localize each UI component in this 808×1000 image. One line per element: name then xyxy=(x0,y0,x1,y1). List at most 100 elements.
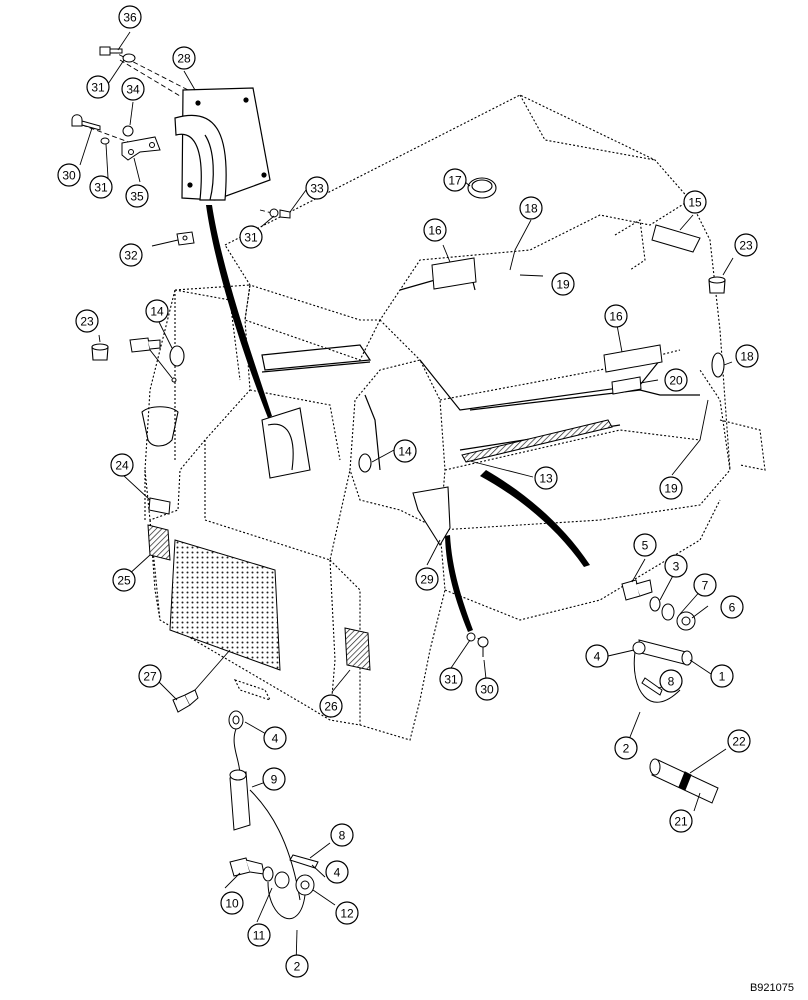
callout-number: 28 xyxy=(177,52,191,66)
callout-number: 31 xyxy=(94,181,108,195)
callout-circle xyxy=(330,823,354,847)
pin-assembly-right xyxy=(621,579,696,703)
callout-31: 31 xyxy=(439,667,463,691)
callout-circle xyxy=(239,225,263,249)
callout-circle xyxy=(247,923,271,947)
bracket-29 xyxy=(412,486,451,547)
callout-16: 16 xyxy=(604,304,628,328)
callout-circle xyxy=(262,767,286,791)
callout-circle xyxy=(475,677,499,701)
callout-number: 23 xyxy=(739,239,753,253)
callout-number: 32 xyxy=(124,249,138,263)
callout-number: 23 xyxy=(80,315,94,329)
callout-circle xyxy=(735,344,759,368)
callout-34: 34 xyxy=(121,77,145,101)
callout-24: 24 xyxy=(110,453,134,477)
callout-number: 4 xyxy=(272,732,279,746)
callout-4: 4 xyxy=(263,726,287,750)
callout-leaders xyxy=(79,31,734,967)
callout-10: 10 xyxy=(220,891,244,915)
callout-circle xyxy=(519,196,543,220)
bolt-27 xyxy=(172,689,199,713)
callout-circle xyxy=(393,439,417,463)
cross-member-13 xyxy=(461,419,613,463)
callout-number: 26 xyxy=(324,700,338,714)
callout-27: 27 xyxy=(138,664,162,688)
callout-circle xyxy=(664,368,688,392)
tie-down-loop xyxy=(141,406,179,447)
figure-id: B921075 xyxy=(749,982,794,994)
callout-19: 19 xyxy=(659,476,683,500)
callout-circle xyxy=(534,466,558,490)
callout-11: 11 xyxy=(247,923,271,947)
callout-23: 23 xyxy=(734,233,758,257)
callout-number: 2 xyxy=(294,960,301,974)
callout-number: 3 xyxy=(673,560,680,574)
callout-circle xyxy=(734,233,758,257)
callout-circle xyxy=(439,667,463,691)
callout-circle xyxy=(86,75,110,99)
callout-9: 9 xyxy=(262,767,286,791)
callout-number: 8 xyxy=(668,675,675,689)
callout-number: 4 xyxy=(334,866,341,880)
callout-16: 16 xyxy=(423,218,447,242)
callout-circle xyxy=(659,476,683,500)
callout-number: 29 xyxy=(420,573,434,587)
callout-12: 12 xyxy=(335,901,359,925)
callout-number: 11 xyxy=(253,929,266,943)
callout-circle xyxy=(693,573,717,597)
callout-1: 1 xyxy=(710,664,734,688)
callout-number: 31 xyxy=(91,81,105,95)
callout-circle xyxy=(710,664,734,688)
callout-circle xyxy=(443,168,467,192)
callout-number: 4 xyxy=(594,650,601,664)
callout-6: 6 xyxy=(720,595,744,619)
callout-number: 18 xyxy=(740,350,754,364)
callout-circle xyxy=(89,175,113,199)
lower-hardware xyxy=(466,632,489,657)
callout-number: 9 xyxy=(271,773,278,787)
decals xyxy=(148,224,701,515)
callout-circle xyxy=(319,694,343,718)
callout-36: 36 xyxy=(118,5,142,29)
callout-circle xyxy=(683,190,707,214)
callout-15: 15 xyxy=(683,190,707,214)
callout-19: 19 xyxy=(551,272,575,296)
callout-circle xyxy=(659,669,683,693)
leader-bands xyxy=(206,205,590,632)
callout-circle xyxy=(112,568,136,592)
radiator-screen xyxy=(169,539,281,671)
top-hardware xyxy=(71,46,291,246)
callout-number: 34 xyxy=(126,83,140,97)
callout-circle xyxy=(727,729,751,753)
callout-30: 30 xyxy=(475,677,499,701)
callout-20: 20 xyxy=(664,368,688,392)
callout-8: 8 xyxy=(659,669,683,693)
callout-number: 16 xyxy=(428,224,442,238)
callout-33: 33 xyxy=(305,176,329,200)
callout-circle xyxy=(423,218,447,242)
callout-circle xyxy=(669,809,693,833)
callout-number: 14 xyxy=(398,445,412,459)
callout-31: 31 xyxy=(89,175,113,199)
callout-circle xyxy=(633,533,657,557)
callout-4: 4 xyxy=(585,644,609,668)
callout-circle xyxy=(263,726,287,750)
callout-circle xyxy=(110,453,134,477)
callout-8: 8 xyxy=(330,823,354,847)
callout-14: 14 xyxy=(393,439,417,463)
callout-30: 30 xyxy=(57,163,81,187)
callout-circle xyxy=(614,736,638,760)
callout-number: 1 xyxy=(719,670,726,684)
callout-number: 10 xyxy=(225,897,239,911)
callout-number: 8 xyxy=(339,829,346,843)
plugs-and-caps xyxy=(91,177,726,473)
callout-number: 15 xyxy=(688,196,702,210)
installed-plate xyxy=(261,407,311,479)
callout-number: 7 xyxy=(702,579,709,593)
callout-number: 2 xyxy=(623,742,630,756)
callout-14: 14 xyxy=(145,299,169,323)
callout-circle xyxy=(305,176,329,200)
